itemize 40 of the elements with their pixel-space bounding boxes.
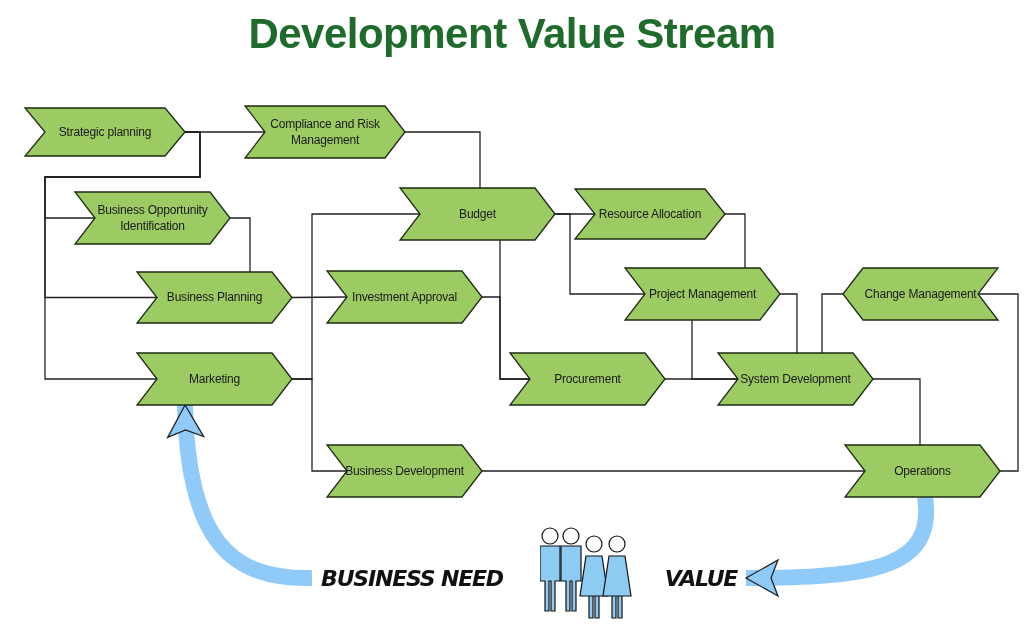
process-step	[575, 189, 725, 239]
connector-line	[872, 378, 921, 446]
curved-arrow	[167, 404, 313, 586]
process-step	[718, 353, 873, 405]
curved-arrow	[745, 496, 935, 597]
process-step	[625, 268, 780, 320]
node-label: Strategic planning	[58, 123, 152, 141]
process-step	[245, 106, 405, 158]
node-label: Project Management	[648, 285, 757, 303]
process-step	[327, 445, 482, 497]
process-step	[843, 268, 998, 320]
caption-text: VALUE	[656, 557, 746, 599]
node-label: Marketing	[189, 370, 240, 388]
node-label: Change Management	[864, 285, 977, 303]
process-step	[510, 353, 665, 405]
connector-line	[779, 293, 798, 354]
caption-text: BUSINESS NEED	[312, 557, 512, 599]
node-label: Budget	[459, 205, 496, 223]
node-label: System Development	[740, 370, 851, 388]
node-label: Investment Approval	[352, 288, 457, 306]
process-step	[327, 271, 482, 323]
process-step	[845, 445, 1000, 497]
connector-line	[404, 131, 481, 189]
process-step	[75, 192, 230, 244]
diagram-title: Development Value Stream	[248, 10, 776, 58]
process-step	[25, 108, 185, 156]
connector-line	[821, 293, 844, 354]
process-step	[400, 188, 555, 240]
connector-line	[44, 131, 201, 380]
node-label: Business Development	[345, 462, 464, 480]
node-label: Business Planning	[166, 289, 263, 306]
node-label: Resource Allocation	[598, 205, 702, 223]
node-label: Operations	[894, 462, 951, 480]
connector-line	[724, 213, 746, 269]
process-step	[137, 353, 292, 405]
node-label: Business Opportunity Identification	[96, 201, 209, 235]
node-label: Procurement	[554, 370, 621, 388]
process-step	[137, 272, 292, 323]
connector-line	[229, 217, 251, 273]
node-label: Compliance and Risk Management	[269, 115, 381, 149]
